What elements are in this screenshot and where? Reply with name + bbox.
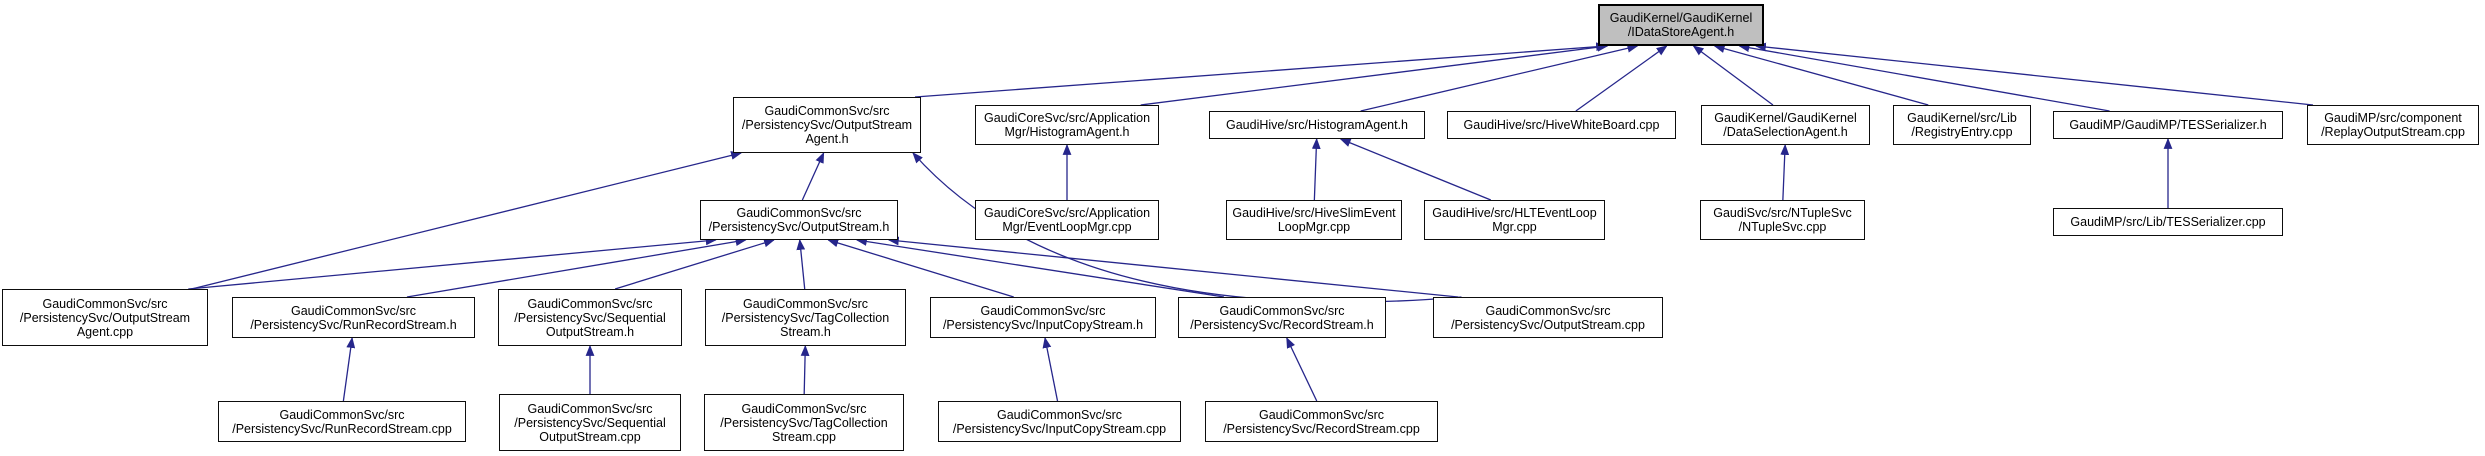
edge-recordstream-cpp-to-recordstream-h xyxy=(1286,337,1318,402)
edge-inputcopystream-cpp-to-inputcopystream-h xyxy=(1042,336,1059,402)
graph-node-hiveslimeventloopmgr-cpp[interactable]: GaudiHive/src/HiveSlimEvent LoopMgr.cpp xyxy=(1226,200,1402,240)
edge-inputcopystream-h-to-outputstream-h xyxy=(827,238,1014,298)
graph-node-runrecordstream-cpp[interactable]: GaudiCommonSvc/src /PersistencySvc/RunRe… xyxy=(218,401,466,442)
graph-node-idatastoreagent-h: GaudiKernel/GaudiKernel /IDataStoreAgent… xyxy=(1598,4,1764,46)
graph-node-ntuplesvc-cpp[interactable]: GaudiSvc/src/NTupleSvc /NTupleSvc.cpp xyxy=(1700,200,1865,240)
graph-node-recordstream-cpp[interactable]: GaudiCommonSvc/src /PersistencySvc/Recor… xyxy=(1205,401,1438,442)
graph-node-sequentialoutputstream-cpp[interactable]: GaudiCommonSvc/src /PersistencySvc/Seque… xyxy=(499,394,681,451)
graph-node-runrecordstream-h[interactable]: GaudiCommonSvc/src /PersistencySvc/RunRe… xyxy=(232,297,475,338)
edge-outputstreamagent-cpp-to-outputstreamagent-h xyxy=(191,151,743,290)
edge-sequentialoutputstream-h-to-outputstream-h xyxy=(614,238,775,290)
graph-node-inputcopystream-cpp[interactable]: GaudiCommonSvc/src /PersistencySvc/Input… xyxy=(938,401,1181,442)
edge-runrecordstream-h-to-outputstream-h xyxy=(406,237,747,298)
graph-node-tagcollectionstream-cpp[interactable]: GaudiCommonSvc/src /PersistencySvc/TagCo… xyxy=(704,394,904,451)
graph-node-inputcopystream-h[interactable]: GaudiCommonSvc/src /PersistencySvc/Input… xyxy=(930,297,1156,338)
graph-node-registryentry-cpp[interactable]: GaudiKernel/src/Lib /RegistryEntry.cpp xyxy=(1893,105,2031,145)
edge-replayoutputstream-cpp-to-idatastoreagent-h xyxy=(1754,42,2314,106)
edge-outputstreamagent-h-to-idatastoreagent-h xyxy=(914,42,1608,98)
graph-node-tagcollectionstream-h[interactable]: GaudiCommonSvc/src /PersistencySvc/TagCo… xyxy=(705,289,906,346)
edge-registryentry-cpp-to-idatastoreagent-h xyxy=(1713,44,1929,106)
edge-coresvc-histogramagent-h-to-idatastoreagent-h xyxy=(1140,42,1609,106)
edge-tagcollectionstream-h-to-outputstream-h xyxy=(796,238,806,290)
graph-node-outputstreamagent-h[interactable]: GaudiCommonSvc/src /PersistencySvc/Outpu… xyxy=(733,97,921,153)
graph-node-outputstream-cpp[interactable]: GaudiCommonSvc/src /PersistencySvc/Outpu… xyxy=(1433,297,1663,338)
graph-node-coresvc-histogramagent-h[interactable]: GaudiCoreSvc/src/Application Mgr/Histogr… xyxy=(975,105,1159,145)
edge-hlteventloopmgr-cpp-to-hive-histogramagent-h xyxy=(1339,138,1492,201)
edge-tagcollectionstream-cpp-to-tagcollectionstream-h xyxy=(800,344,810,395)
graph-node-replayoutputstream-cpp[interactable]: GaudiMP/src/component /ReplayOutputStrea… xyxy=(2307,105,2479,145)
graph-node-hive-histogramagent-h[interactable]: GaudiHive/src/HistogramAgent.h xyxy=(1209,111,1425,139)
graph-node-recordstream-h[interactable]: GaudiCommonSvc/src /PersistencySvc/Recor… xyxy=(1178,297,1386,338)
graph-node-eventloopmgr-cpp[interactable]: GaudiCoreSvc/src/Application Mgr/EventLo… xyxy=(975,200,1159,240)
edge-outputstream-cpp-to-outputstream-h xyxy=(887,236,1459,298)
graph-node-hivewhiteboard-cpp[interactable]: GaudiHive/src/HiveWhiteBoard.cpp xyxy=(1447,111,1676,139)
edge-tesserializer-h-to-idatastoreagent-h xyxy=(1738,43,2110,112)
graph-node-outputstream-h[interactable]: GaudiCommonSvc/src /PersistencySvc/Outpu… xyxy=(700,200,898,240)
edge-dataselectionagent-h-to-idatastoreagent-h xyxy=(1692,45,1774,106)
graph-node-tesserializer-h[interactable]: GaudiMP/GaudiMP/TESSerializer.h xyxy=(2053,111,2283,139)
edge-ntuplesvc-cpp-to-dataselectionagent-h xyxy=(1780,143,1790,201)
graph-node-sequentialoutputstream-h[interactable]: GaudiCommonSvc/src /PersistencySvc/Seque… xyxy=(498,289,682,346)
edge-hivewhiteboard-cpp-to-idatastoreagent-h xyxy=(1575,45,1668,112)
graph-node-dataselectionagent-h[interactable]: GaudiKernel/GaudiKernel /DataSelectionAg… xyxy=(1701,105,1870,145)
edge-outputstreamagent-cpp-to-outputstream-h xyxy=(188,236,717,290)
edge-outputstream-h-to-outputstreamagent-h xyxy=(801,151,825,201)
edge-recordstream-h-to-outputstream-h xyxy=(855,237,1225,298)
graph-node-outputstreamagent-cpp[interactable]: GaudiCommonSvc/src /PersistencySvc/Outpu… xyxy=(2,289,208,346)
graph-node-hlteventloopmgr-cpp[interactable]: GaudiHive/src/HLTEventLoop Mgr.cpp xyxy=(1424,200,1605,240)
edge-hiveslimeventloopmgr-cpp-to-hive-histogramagent-h xyxy=(1311,137,1321,201)
graph-node-tesserializer-cpp[interactable]: GaudiMP/src/Lib/TESSerializer.cpp xyxy=(2053,208,2283,236)
edge-hive-histogramagent-h-to-idatastoreagent-h xyxy=(1360,43,1639,112)
edge-runrecordstream-cpp-to-runrecordstream-h xyxy=(342,336,356,402)
